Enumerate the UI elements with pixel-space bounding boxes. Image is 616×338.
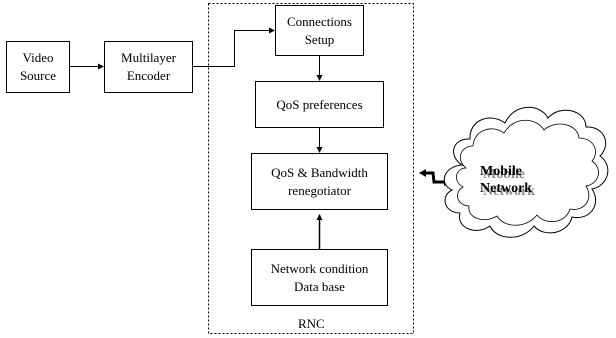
video-source-box: Video Source <box>6 41 70 93</box>
video-source-line2: Source <box>19 68 57 83</box>
video-source-line1: Video <box>22 50 54 65</box>
multilayer-encoder-box: Multilayer Encoder <box>104 41 193 93</box>
cloud-label: Mobile Network <box>480 163 532 197</box>
cloud-shadow-line2: Network <box>483 184 536 199</box>
setup-line2: Setup <box>304 31 335 47</box>
setup-line1: Connections <box>287 13 352 29</box>
cloud-label-line1: Mobile <box>480 164 522 179</box>
cloud-shadow-line1: Mobile <box>483 167 525 182</box>
qos-renegotiator-box: QoS & Bandwidth renegotiator <box>251 153 388 210</box>
qos-preferences-box: QoS preferences <box>255 81 384 128</box>
encoder-line1: Multilayer <box>121 50 176 65</box>
cloud-icon <box>443 106 609 238</box>
network-db-box: Network condition Data base <box>251 249 388 306</box>
connections-setup-box: Connections Setup <box>275 5 364 56</box>
db-line1: Network condition <box>270 260 369 276</box>
cloud-label-line2: Network <box>480 181 533 196</box>
encoder-line2: Encoder <box>126 68 171 83</box>
rnc-label: RNC <box>298 316 325 331</box>
preferences-line1: QoS preferences <box>276 96 363 112</box>
rnc-container <box>208 3 414 334</box>
cloud-label-shadow: Mobile Network <box>483 166 535 200</box>
renegotiator-line1: QoS & Bandwidth <box>271 164 368 180</box>
db-line2: Data base <box>294 278 345 294</box>
arrow-encoder-to-setup <box>193 27 275 67</box>
renegotiator-line2: renegotiator <box>288 182 351 198</box>
